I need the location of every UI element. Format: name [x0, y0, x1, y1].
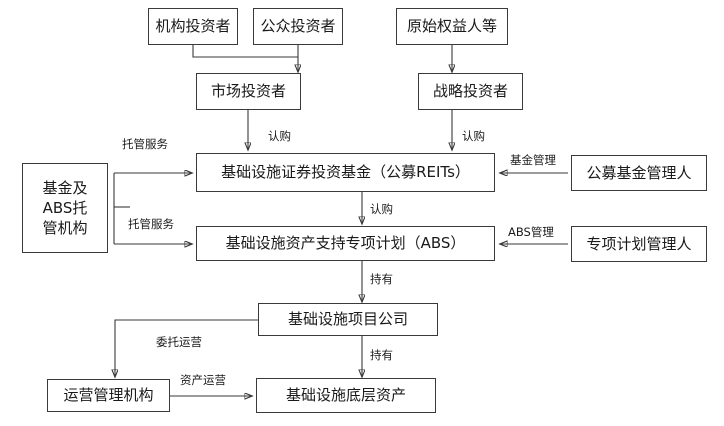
node-underlying-asset[interactable]: 基础设施底层资产 — [256, 378, 436, 413]
edge-label-subscribe-market: 认购 — [268, 129, 291, 143]
node-strategic-investor[interactable]: 战略投资者 — [418, 73, 523, 110]
edge-label-fund-management: 基金管理 — [510, 153, 556, 167]
node-public-fund-manager[interactable]: 公募基金管理人 — [571, 155, 707, 191]
node-institutional-investor[interactable]: 机构投资者 — [148, 8, 238, 45]
edge-label-custody-service-abs: 托管服务 — [128, 217, 174, 231]
node-original-equity-holder[interactable]: 原始权益人等 — [396, 8, 508, 45]
node-reits-fund[interactable]: 基础设施证券投资基金（公募REITs） — [196, 153, 495, 192]
edge-label-abs-management: ABS管理 — [508, 225, 554, 239]
node-market-investor[interactable]: 市场投资者 — [196, 73, 301, 110]
node-special-plan-manager[interactable]: 专项计划管理人 — [571, 226, 707, 262]
node-operation-manager[interactable]: 运营管理机构 — [47, 379, 170, 412]
edge-label-hold-asset: 持有 — [370, 348, 393, 362]
edge-label-entrusted-operation: 委托运营 — [156, 335, 202, 349]
node-project-company[interactable]: 基础设施项目公司 — [258, 303, 438, 336]
node-abs-plan[interactable]: 基础设施资产支持专项计划（ABS） — [196, 226, 495, 261]
edge-label-custody-service-reits: 托管服务 — [122, 137, 168, 151]
edge-label-subscribe-strategic: 认购 — [462, 129, 485, 143]
node-custodian[interactable]: 基金及 ABS托 管机构 — [22, 163, 108, 253]
node-public-investor[interactable]: 公众投资者 — [253, 8, 343, 45]
edge-label-hold-project: 持有 — [370, 272, 393, 286]
edge-label-subscribe-abs: 认购 — [370, 202, 393, 216]
edge-label-asset-operation: 资产运营 — [180, 373, 226, 387]
